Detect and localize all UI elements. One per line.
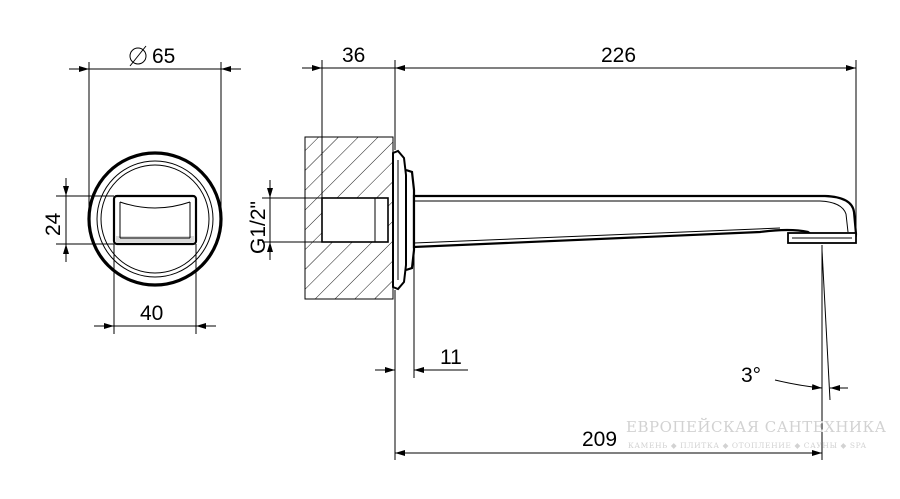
dim-angle: 3° [741,245,848,460]
dim-projection: 209 [395,428,822,456]
dim-thread-label: G1/2" [247,201,270,254]
dim-outer-diameter: 65 [69,45,241,218]
dim-spout-length-label: 226 [601,44,636,67]
rosette-inner-circle [96,160,214,278]
spout [412,194,858,249]
watermark: ЕВРОПЕЙСКАЯ САНТЕХНИКА КАМЕНЬ ◆ ПЛИТКА ◆… [626,417,887,450]
dim-wall-depth: 36 [302,44,396,198]
side-view: G1/2" 36 226 11 [247,44,858,460]
dim-handle-height: 24 [42,178,114,262]
rosette-inner-circle-2 [100,164,210,274]
dim-thread: G1/2" [247,180,322,260]
dim-wall-depth-label: 36 [342,44,365,67]
rosette-outer-circle [87,151,223,287]
dim-outer-diameter-label: 65 [152,45,175,68]
dim-handle-width: 40 [94,244,216,334]
dim-spout-length: 226 [395,44,857,232]
thread-connector [321,197,389,243]
front-view: 65 24 40 [42,45,241,334]
dim-flange: 11 [375,250,468,460]
handle-front [112,194,198,246]
dim-angle-label: 3° [741,364,761,387]
watermark-subtitle: КАМЕНЬ ◆ ПЛИТКА ◆ ОТОПЛЕНИЕ ◆ САУНЫ ◆ SP… [628,441,867,450]
dim-flange-label: 11 [440,346,462,369]
flange-side [392,149,416,291]
dim-projection-label: 209 [582,428,617,451]
watermark-title: ЕВРОПЕЙСКАЯ САНТЕХНИКА [626,417,887,436]
dim-handle-width-label: 40 [140,302,163,325]
dim-handle-height-label: 24 [42,212,65,236]
